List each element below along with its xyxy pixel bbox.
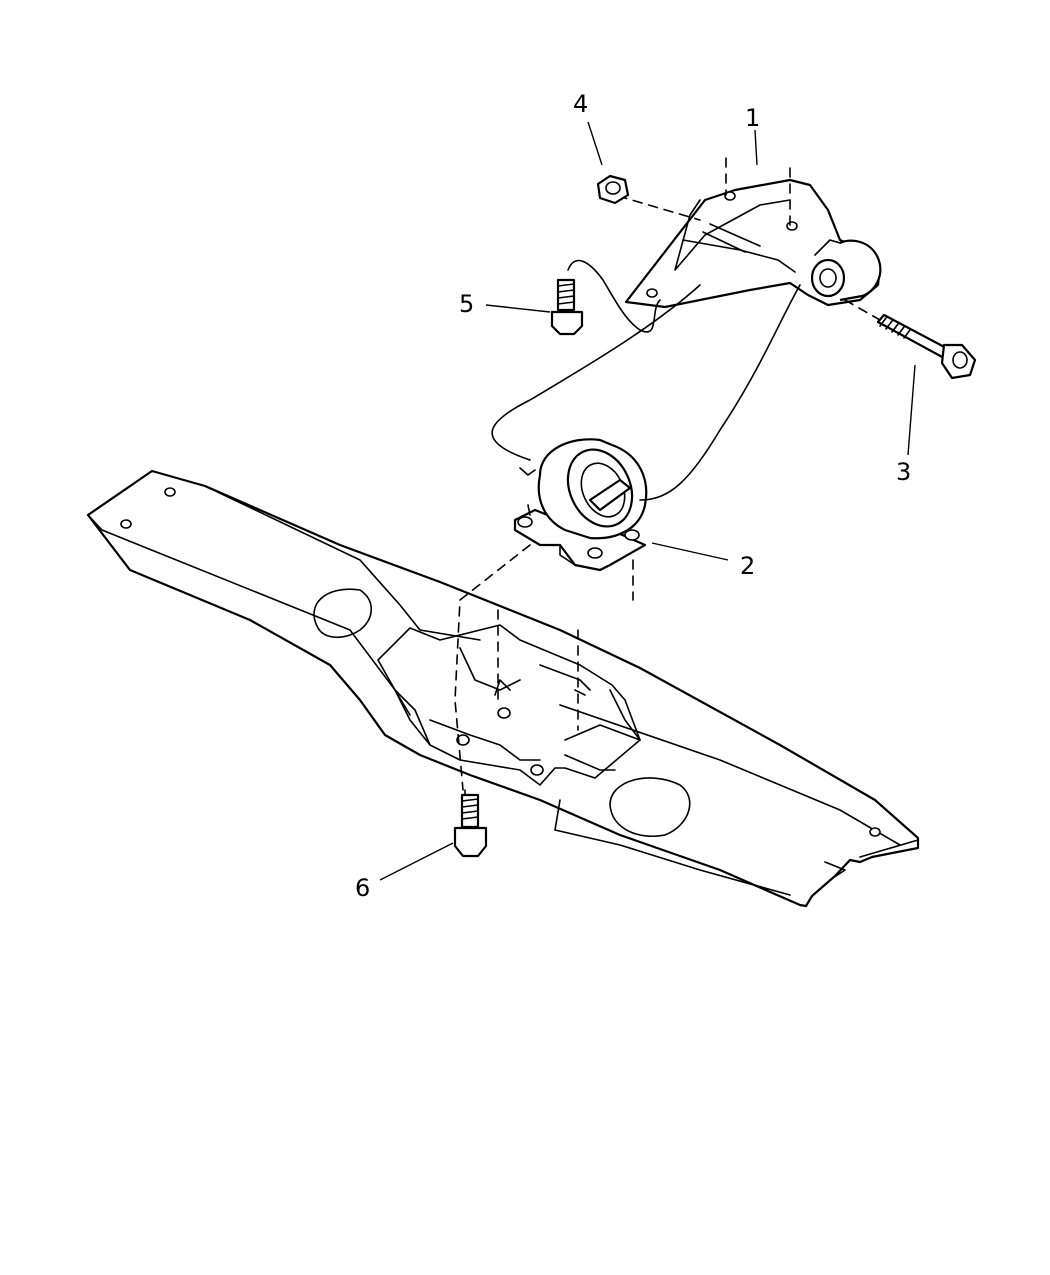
crossmember [86,469,920,908]
bolt-upper-left [550,278,584,336]
callout-3: 3 [896,458,911,486]
mount-bracket [624,178,882,309]
callout-5: 5 [459,290,474,318]
nut [596,174,630,205]
bolt-long [876,313,977,380]
callout-1: 1 [745,104,760,132]
transmission-mount [513,438,648,572]
callout-2: 2 [740,552,755,580]
bolt-lower [453,793,488,858]
callout-6: 6 [355,874,370,902]
callout-leaders [379,121,916,881]
callout-4: 4 [573,90,588,118]
alignment-lines-upper [491,157,881,501]
